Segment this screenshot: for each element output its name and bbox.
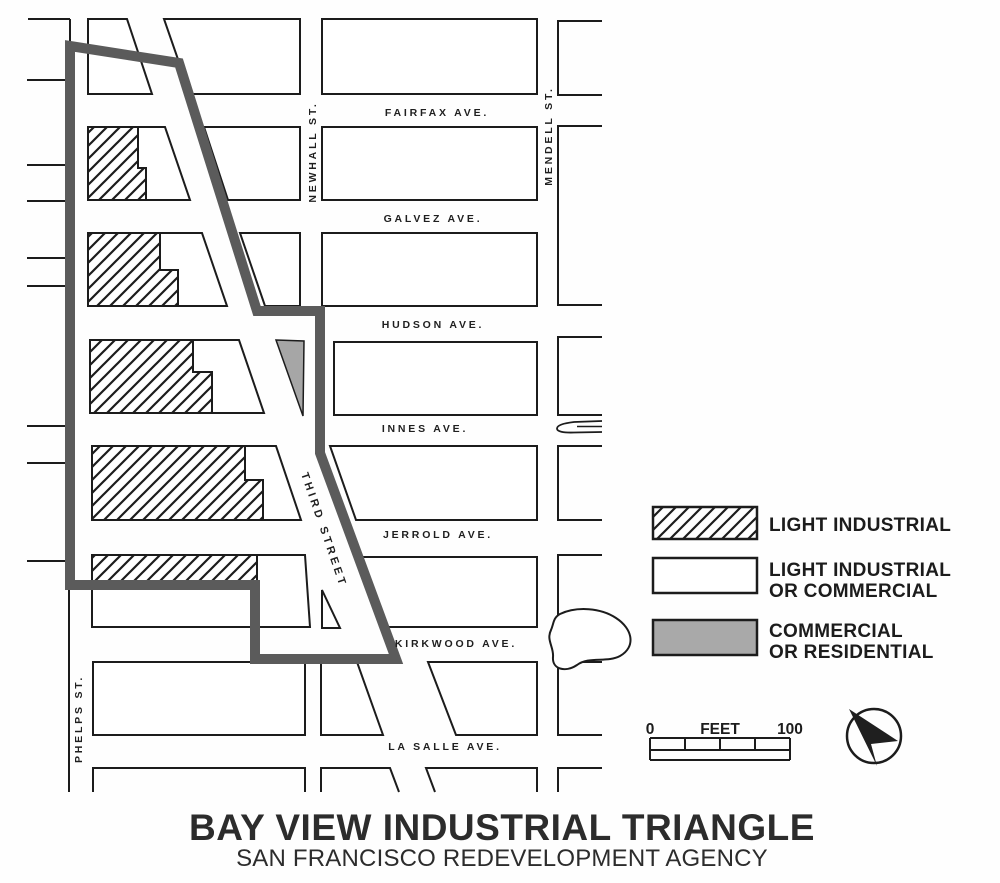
innes-traffic-island	[556, 420, 603, 434]
scale-max: 100	[777, 721, 803, 738]
block	[360, 556, 538, 628]
avenue-label-innes: INNES AVE.	[382, 423, 468, 435]
block	[328, 445, 538, 521]
street-label-mendell: MENDELL ST.	[543, 86, 555, 185]
block	[92, 661, 306, 736]
avenue-label-kirkwood: KIRKWOOD AVE.	[395, 638, 517, 650]
avenue-label-hudson: HUDSON AVE.	[382, 319, 485, 331]
block	[321, 18, 538, 95]
block	[557, 20, 602, 96]
legend-label: LIGHT INDUSTRIAL	[769, 515, 951, 536]
project-area-boundary	[65, 40, 404, 664]
legend-label: OR RESIDENTIAL	[769, 642, 934, 663]
avenue-label-fairfax: FAIRFAX AVE.	[385, 107, 489, 119]
block	[321, 232, 538, 307]
legend-swatch-commercial-or-residential	[651, 618, 759, 657]
legend-label: OR COMMERCIAL	[769, 581, 938, 602]
block	[426, 661, 538, 736]
kirkwood-pond-shape	[548, 608, 632, 671]
legend-swatch-light-industrial	[651, 505, 759, 541]
scale-bar-rule	[649, 737, 791, 761]
street-label-phelps: PHELPS ST.	[73, 675, 85, 763]
page-title: BAY VIEW INDUSTRIAL TRIANGLE	[189, 807, 815, 848]
avenue-label-galvez: GALVEZ AVE.	[384, 213, 483, 225]
legend: LIGHT INDUSTRIAL LIGHT INDUSTRIAL OR COM…	[651, 505, 951, 663]
street-label-newhall: NEWHALL ST.	[307, 101, 319, 202]
scale-unit: FEET	[700, 721, 740, 738]
hatched-zone	[91, 445, 264, 521]
block	[557, 336, 602, 416]
block	[92, 767, 306, 792]
block	[557, 767, 602, 792]
block	[320, 767, 400, 793]
legend-label: COMMERCIAL	[769, 621, 903, 642]
commercial-residential-zone	[274, 339, 305, 417]
page-subtitle: SAN FRANCISCO REDEVELOPMENT AGENCY	[236, 845, 768, 872]
hatched-zone	[89, 339, 213, 414]
block	[333, 341, 538, 416]
block	[320, 661, 385, 736]
hatched-zone	[87, 232, 179, 307]
block	[557, 661, 602, 736]
avenue-label-lasalle: LA SALLE AVE.	[388, 741, 502, 753]
block	[557, 445, 602, 521]
block	[321, 126, 538, 201]
north-arrow-icon	[845, 707, 903, 766]
block	[321, 589, 342, 629]
west-block-stubs	[27, 18, 71, 792]
hatched-zone	[87, 126, 147, 201]
legend-label: LIGHT INDUSTRIAL	[769, 560, 951, 581]
legend-swatch-light-industrial-or-commercial	[651, 556, 759, 595]
block	[424, 767, 538, 793]
block	[202, 126, 301, 201]
block	[557, 125, 602, 306]
scale-bar: 0 FEET 100	[646, 721, 803, 761]
scale-zero: 0	[646, 721, 655, 738]
avenue-label-jerrold: JERROLD AVE.	[383, 529, 493, 541]
light-industrial-zones	[87, 126, 264, 586]
